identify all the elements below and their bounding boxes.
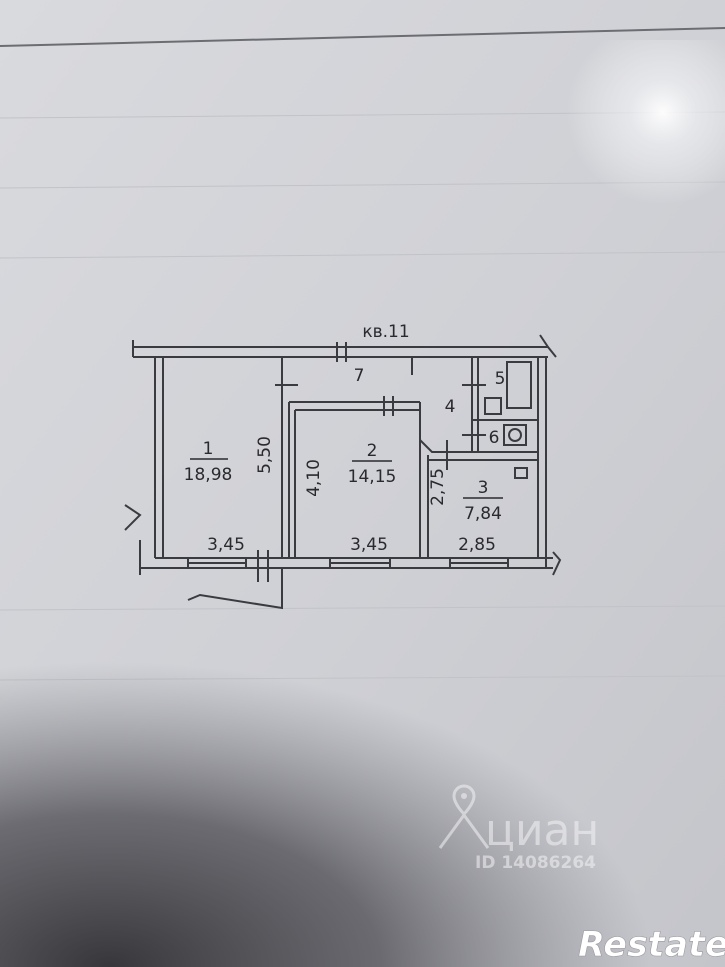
room-3-number: 3	[478, 478, 489, 498]
document-edge-line	[0, 27, 725, 47]
room-2: 2 14,15	[348, 441, 397, 487]
room-2-width-dimension: 3,45	[350, 535, 388, 555]
room-3-area: 7,84	[464, 504, 502, 524]
room-7-number: 7	[354, 366, 365, 386]
cian-brand-text: циан	[485, 805, 599, 856]
room-2-height-dimension: 4,10	[304, 459, 324, 497]
room-1-height-dimension: 5,50	[255, 436, 275, 474]
room-2-number: 2	[367, 441, 378, 461]
room-4-number: 4	[445, 397, 456, 417]
cian-id-text: ID 14086264	[475, 853, 596, 873]
apartment-label: кв.11	[362, 322, 409, 342]
light-glare	[380, 40, 725, 370]
room-1: 1 18,98	[184, 439, 233, 485]
room-1-number: 1	[203, 439, 214, 459]
hand-shadow	[0, 560, 725, 967]
room-2-area: 14,15	[348, 467, 397, 487]
room-3-width-dimension: 2,85	[458, 535, 496, 555]
room-3: 3 7,84	[463, 478, 503, 524]
room-3-height-dimension: 2,75	[428, 468, 448, 506]
room-5-number: 5	[495, 369, 506, 389]
room-1-width-dimension: 3,45	[207, 535, 245, 555]
restate-brand-text: Restate	[578, 925, 725, 965]
room-6-number: 6	[489, 428, 500, 448]
room-1-area: 18,98	[184, 465, 233, 485]
cian-watermark: циан ID 14086264	[438, 784, 599, 873]
floor-plan	[124, 334, 562, 610]
restate-watermark: Restate	[578, 925, 725, 966]
